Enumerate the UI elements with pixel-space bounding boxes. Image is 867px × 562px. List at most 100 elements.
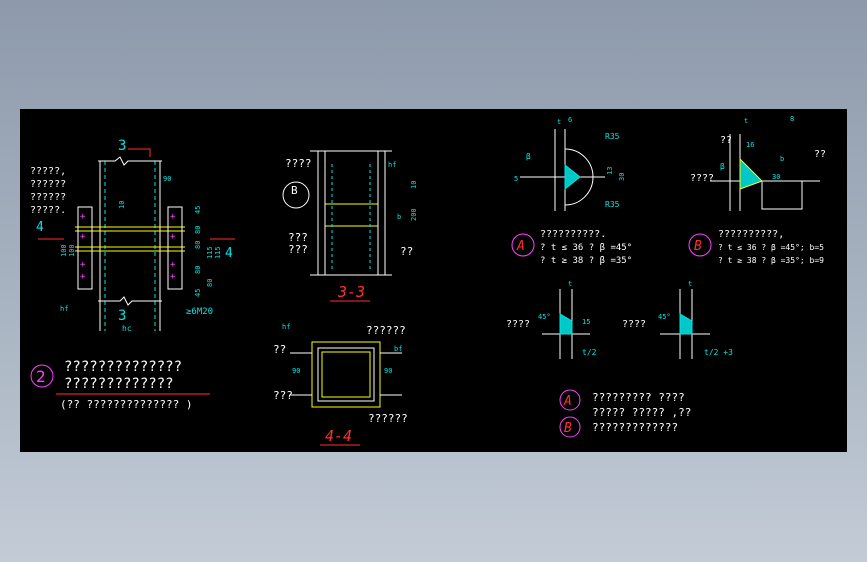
sec33-dim-10: 10 [410,181,418,189]
elevation-detail [75,156,185,331]
note-line: ?????? [30,179,66,190]
detail-b-line1: ??????????, [718,229,784,240]
detail-a-r35b: R35 [605,200,620,209]
detail-a-circle [511,233,535,257]
sec44-text-l1: ?? [273,343,286,356]
section-mark-bottom: 3 [118,308,126,324]
title-line: ????????????? [64,376,174,392]
sec33-label: 3-3 [337,283,365,301]
detail-number: 2 [36,367,46,386]
cad-drawing-canvas: ++ ++ ++ ++ 3 3 4 4 ?????, ?????? ??????… [20,109,847,452]
detail-b-circle [688,233,712,257]
detail-c-drawing [542,289,590,359]
sec44-label: 4-4 [325,427,352,445]
detail-c-t: t [568,280,572,288]
dim-80a: 80 [194,226,202,234]
svg-text:+: + [80,212,86,222]
sec33-text-ml: ??? [288,231,308,244]
detail-b-b: b [780,155,784,163]
detail-b-circle-label: B [694,239,702,254]
cad-drawing: ++ ++ ++ ++ 3 3 4 4 ?????, ?????? ??????… [30,115,826,446]
detail-d-drawing [660,289,710,359]
detail-b-30: 30 [772,173,780,181]
section-mark-top: 3 [118,138,126,154]
detail-a-circle-label: A [516,239,525,254]
detail-b-text-r: ?? [814,149,826,160]
note-line2: ????? ????? ,?? [592,406,691,419]
elevation-bolts: ++ ++ ++ ++ [80,212,176,282]
sec33-dim-hf: hf [388,161,396,169]
dim-10: 10 [118,201,126,209]
note-line: ?????? [30,192,66,203]
section-mark-right: 4 [225,246,233,261]
dim-hc: hc [122,324,132,333]
detail-c-45: 45° [538,313,551,321]
dim-45b: 45 [194,289,202,297]
detail-d-45: 45° [658,313,671,321]
detail-d-formula: t/2 +3 [704,348,733,357]
detail-b-marker [282,181,310,209]
sec44-dim-hf: hf [282,323,290,331]
detail-c-15: 15 [582,318,590,326]
note-line: ?????. [30,205,66,216]
sec44-text-tr: ?????? [366,324,406,337]
detail-a-line1: ??????????. [540,229,606,240]
sec33-text-tl: ???? [285,157,312,170]
svg-text:+: + [170,212,176,222]
title-line: ?????????????? [64,359,182,375]
section-mark-left: 4 [36,220,44,235]
sec33-text-br: ?? [400,245,413,258]
note-line1: ????????? ???? [592,391,685,404]
note-line: ?????, [30,166,66,177]
subtitle: (?? ?????????????? ) [60,398,192,411]
sec44-text-l2: ??? [273,389,293,402]
detail-b-line3: ? t ≥ 38 ? β =35°; b=9 [718,256,824,265]
dim-115b: 115 [214,246,222,259]
sec44-dim-90a: 90 [292,367,300,375]
note-b-label: B [564,421,572,436]
sec33-dim-200: 200 [410,208,418,221]
note-circle-b [559,416,581,438]
detail-d-text: ???? [622,319,646,330]
detail-a-r35a: R35 [605,132,620,141]
svg-text:+: + [170,272,176,282]
detail-b-8: 8 [790,115,794,123]
detail-circle-2 [30,364,54,388]
detail-b-16: 16 [746,141,754,149]
detail-d-t: t [688,280,692,288]
detail-a-line3: ? t ≥ 38 ? β =35° [540,256,632,266]
svg-text:+: + [80,260,86,270]
dim-100b: 100 [68,244,76,257]
svg-text:+: + [80,272,86,282]
detail-b-line2: ? t ≤ 36 ? β =45°; b=5 [718,243,824,252]
sec44-dim-bf: bf [394,345,402,353]
detail-a-drawing [520,129,605,211]
note-a-label: A [563,394,572,409]
detail-b-drawing [710,134,820,211]
detail-a-5: 5 [514,175,518,183]
detail-a-beta: β [526,152,531,161]
detail-b-t: t [744,117,748,125]
sec44-text-br: ?????? [368,412,408,425]
sec33-circle-b: B [291,184,298,197]
sec33-text-ml2: ??? [288,243,308,256]
detail-c-text: ???? [506,319,530,330]
sec44-dim-90b: 90 [384,367,392,375]
svg-text:+: + [80,232,86,242]
dim-45: 45 [194,206,202,214]
detail-c-half: t/2 [582,348,597,357]
dim-80c: 80 [194,266,202,274]
section-4-4 [290,341,402,408]
detail-a-30: 30 [618,173,626,181]
detail-a-13: 13 [606,167,614,175]
note-line3: ????????????? [592,421,678,434]
detail-b-text-ml: ???? [690,173,714,184]
detail-b-text-tl: ?? [720,135,732,146]
dim-90: 90 [163,175,171,183]
dim-115a: 115 [206,246,214,259]
dim-80b: 80 [194,241,202,249]
detail-b-beta: β [720,162,725,171]
dim-100a: 100 [60,244,68,257]
section-3-3 [310,150,392,276]
detail-a-t: t [557,118,561,126]
